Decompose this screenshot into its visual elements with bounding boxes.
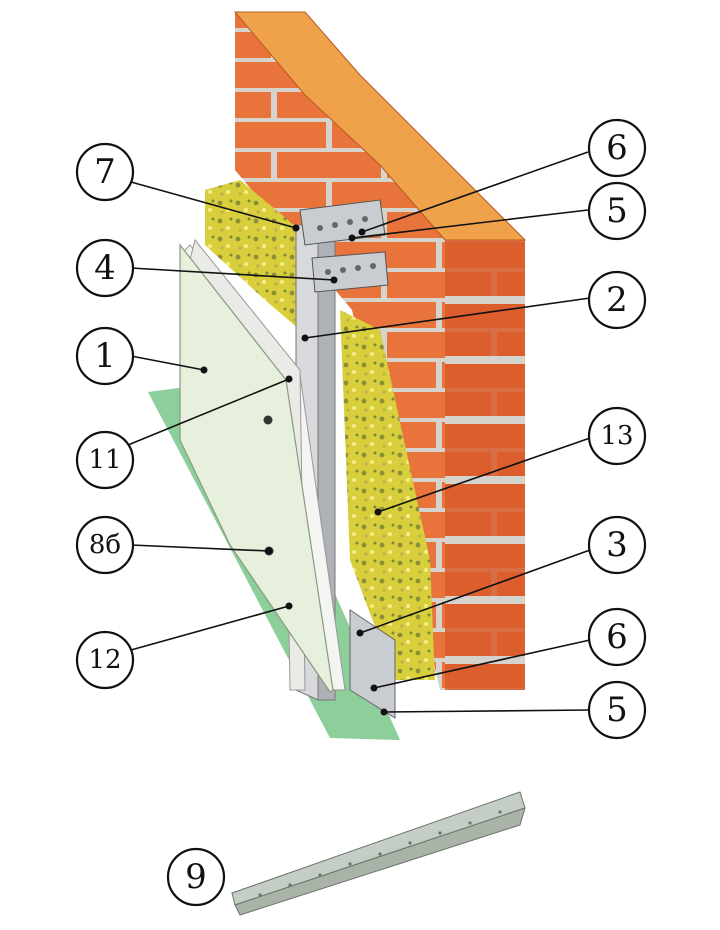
callout-3: 3 <box>587 515 647 575</box>
metal-profiles <box>295 199 396 719</box>
callout-5-bottom: 5 <box>587 680 647 740</box>
svg-text:3: 3 <box>606 525 628 565</box>
leader-7 <box>130 181 297 229</box>
callout-8b: 8б <box>75 515 135 575</box>
callout-1: 1 <box>75 326 135 386</box>
svg-text:4: 4 <box>94 248 116 288</box>
leader-2 <box>304 297 591 339</box>
svg-text:8б: 8б <box>89 530 121 560</box>
svg-text:2: 2 <box>606 280 628 320</box>
leader-12 <box>130 605 290 651</box>
svg-text:13: 13 <box>600 421 633 451</box>
svg-text:6: 6 <box>606 617 628 657</box>
leader-5a <box>351 209 589 239</box>
leader-13 <box>377 437 591 513</box>
corner-bead-top <box>231 791 526 906</box>
callout-13: 13 <box>587 406 647 466</box>
leader-86 <box>130 544 270 552</box>
callout-6-top: 6 <box>587 118 647 178</box>
svg-text:6: 6 <box>606 128 628 168</box>
callout-9: 9 <box>166 847 226 907</box>
leader-1 <box>130 355 205 371</box>
insulation-upper <box>205 180 300 330</box>
leader-4 <box>130 267 335 281</box>
callout-2: 2 <box>587 270 647 330</box>
svg-text:12: 12 <box>88 645 121 675</box>
svg-text:11: 11 <box>88 445 121 475</box>
corner-bead-holes <box>258 810 502 897</box>
callout-6-bottom: 6 <box>587 607 647 667</box>
profile-bottom-guide <box>349 609 396 719</box>
leader-11 <box>127 378 290 446</box>
svg-text:7: 7 <box>94 152 116 192</box>
callout-5-top: 5 <box>587 181 647 241</box>
bracket-lower <box>311 251 389 293</box>
insulation-lower <box>340 310 435 680</box>
leader-lines <box>127 151 591 713</box>
leader-dots <box>200 224 388 716</box>
corner-bead-bottom <box>234 807 526 916</box>
svg-text:1: 1 <box>94 336 116 376</box>
svg-text:9: 9 <box>185 857 207 897</box>
svg-text:5: 5 <box>606 690 628 730</box>
leader-5b <box>383 709 591 713</box>
screw-head-upper <box>263 415 273 425</box>
leader-6a <box>361 151 589 233</box>
leader-6b <box>373 639 591 689</box>
callout-4: 4 <box>75 238 135 298</box>
callout-7: 7 <box>75 142 135 202</box>
leader-3 <box>359 549 591 634</box>
callout-12: 12 <box>75 630 135 690</box>
svg-text:5: 5 <box>606 191 628 231</box>
callout-11: 11 <box>75 430 135 490</box>
brick-wall-side <box>445 240 525 690</box>
corner-bead <box>231 791 526 916</box>
